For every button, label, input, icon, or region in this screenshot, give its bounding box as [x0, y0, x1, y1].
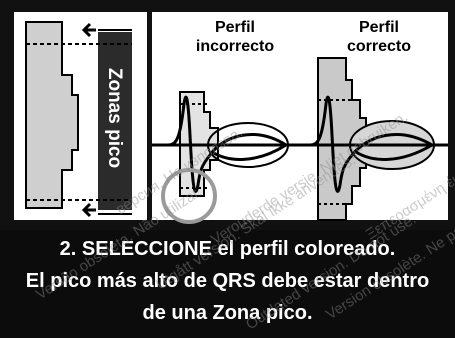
bottom-arrow-icon: [81, 202, 96, 218]
incorrect-peak-ellipse: [207, 122, 289, 168]
profile-diagram: Zonas pico Perfil incorrecto Perfil corr…: [14, 12, 448, 224]
zonas-pico-label: Zonas pico: [104, 68, 125, 168]
incorrect-waveform: [167, 95, 289, 193]
correct-waveform: [309, 95, 435, 193]
caption-line-1: 2. SELECCIONE el perfil coloreado.: [59, 238, 396, 260]
zone-profile-shape: [25, 21, 79, 209]
peak-zone-bar: [98, 32, 132, 210]
correct-profile-label-2: correcto: [347, 38, 411, 55]
correct-profile-label-1: Perfil: [359, 19, 399, 36]
incorrect-profile-label-2: incorrecto: [196, 38, 274, 55]
instruction-caption: 2. SELECCIONE el perfil coloreado. El pi…: [0, 230, 455, 338]
caption-line-3: de una Zona pico.: [142, 302, 313, 324]
incorrect-profile-label-1: Perfil: [215, 19, 255, 36]
highlight-circle: [161, 168, 217, 224]
caption-line-2: El pico más alto de QRS debe estar dentr…: [25, 270, 430, 292]
top-arrow-icon: [81, 22, 96, 38]
